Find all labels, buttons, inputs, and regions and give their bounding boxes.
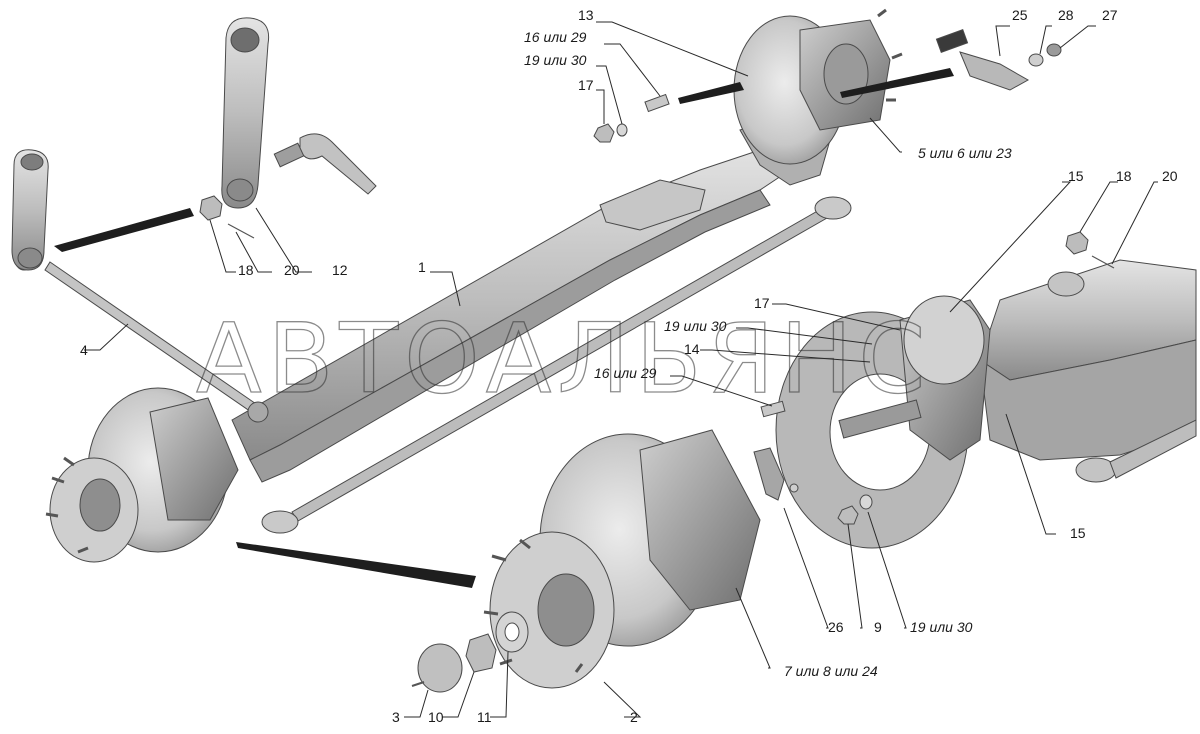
callout-18-left: 18 bbox=[238, 262, 254, 278]
arrow-sensor-to-knuckle bbox=[840, 68, 954, 98]
callout-19-lower: 19 или 30 bbox=[910, 619, 973, 635]
axle-end-right bbox=[979, 259, 1197, 483]
callout-18-right: 18 bbox=[1116, 168, 1132, 184]
tie-rod bbox=[261, 196, 852, 534]
washer-upper bbox=[616, 123, 628, 137]
nut-upper bbox=[593, 123, 615, 143]
steering-arm-small bbox=[11, 149, 49, 271]
pitman-arm bbox=[221, 17, 270, 209]
callout-15-lower: 15 bbox=[1070, 525, 1086, 541]
callout-26: 26 bbox=[828, 619, 844, 635]
callout-12: 12 bbox=[332, 262, 348, 278]
callout-20-left: 20 bbox=[284, 262, 300, 278]
cotter-pin-left bbox=[227, 223, 255, 239]
callout-16-upper: 16 или 29 bbox=[524, 29, 587, 45]
callout-19-upper: 19 или 30 bbox=[524, 52, 587, 68]
hub-disc-assembly-left bbox=[45, 387, 239, 563]
sensor-bracket bbox=[935, 28, 1062, 91]
callout-5: 5 или 6 или 23 bbox=[918, 145, 1012, 161]
callout-25: 25 bbox=[1012, 7, 1028, 23]
castle-nut-right bbox=[1065, 231, 1089, 255]
callout-15-upper: 15 bbox=[1068, 168, 1084, 184]
callout-7: 7 или 8 или 24 bbox=[784, 663, 878, 679]
callout-17-upper: 17 bbox=[578, 77, 594, 93]
callout-4: 4 bbox=[80, 342, 88, 358]
hub-nut bbox=[465, 633, 497, 673]
nut-lower bbox=[837, 505, 859, 525]
callout-20-right: 20 bbox=[1162, 168, 1178, 184]
leader-lines bbox=[84, 21, 1158, 718]
cotter-pin-right bbox=[1091, 255, 1115, 269]
washer-lower bbox=[859, 494, 873, 510]
arrow-drag-link bbox=[54, 208, 194, 252]
axle-beam bbox=[231, 109, 831, 483]
callout-27: 27 bbox=[1102, 7, 1118, 23]
callout-10: 10 bbox=[428, 709, 444, 725]
steering-knuckle-right bbox=[775, 295, 991, 549]
arrow-hub-to-left bbox=[236, 542, 476, 588]
hub-washer bbox=[495, 611, 529, 653]
callout-1: 1 bbox=[418, 259, 426, 275]
callout-11: 11 bbox=[477, 709, 492, 725]
watermark: АВТОАЛЬЯНС bbox=[196, 303, 931, 415]
callout-2: 2 bbox=[630, 709, 638, 725]
tie-rod-end-upper bbox=[273, 133, 377, 195]
bolt-upper bbox=[644, 93, 670, 113]
callout-3: 3 bbox=[392, 709, 400, 725]
callout-9: 9 bbox=[874, 619, 882, 635]
callout-19-middle: 19 или 30 bbox=[664, 318, 727, 334]
hub-cap bbox=[411, 643, 463, 693]
callout-16-lower: 16 или 29 bbox=[594, 365, 657, 381]
bolt-lower bbox=[760, 400, 786, 418]
arrow-bolt-to-knuckle bbox=[678, 82, 744, 104]
callout-14: 14 bbox=[684, 341, 700, 357]
hub-disc-assembly-lower bbox=[483, 429, 761, 689]
assembly-arrows bbox=[54, 68, 954, 588]
pad-wear-sensor bbox=[753, 447, 799, 501]
callout-28: 28 bbox=[1058, 7, 1074, 23]
callout-13: 13 bbox=[578, 7, 594, 23]
castle-nut-left bbox=[199, 195, 223, 221]
callout-17-lower: 17 bbox=[754, 295, 770, 311]
callout-labels: 1 4 5 или 6 или 23 7 или 8 или 24 2 3 10… bbox=[80, 7, 1178, 725]
